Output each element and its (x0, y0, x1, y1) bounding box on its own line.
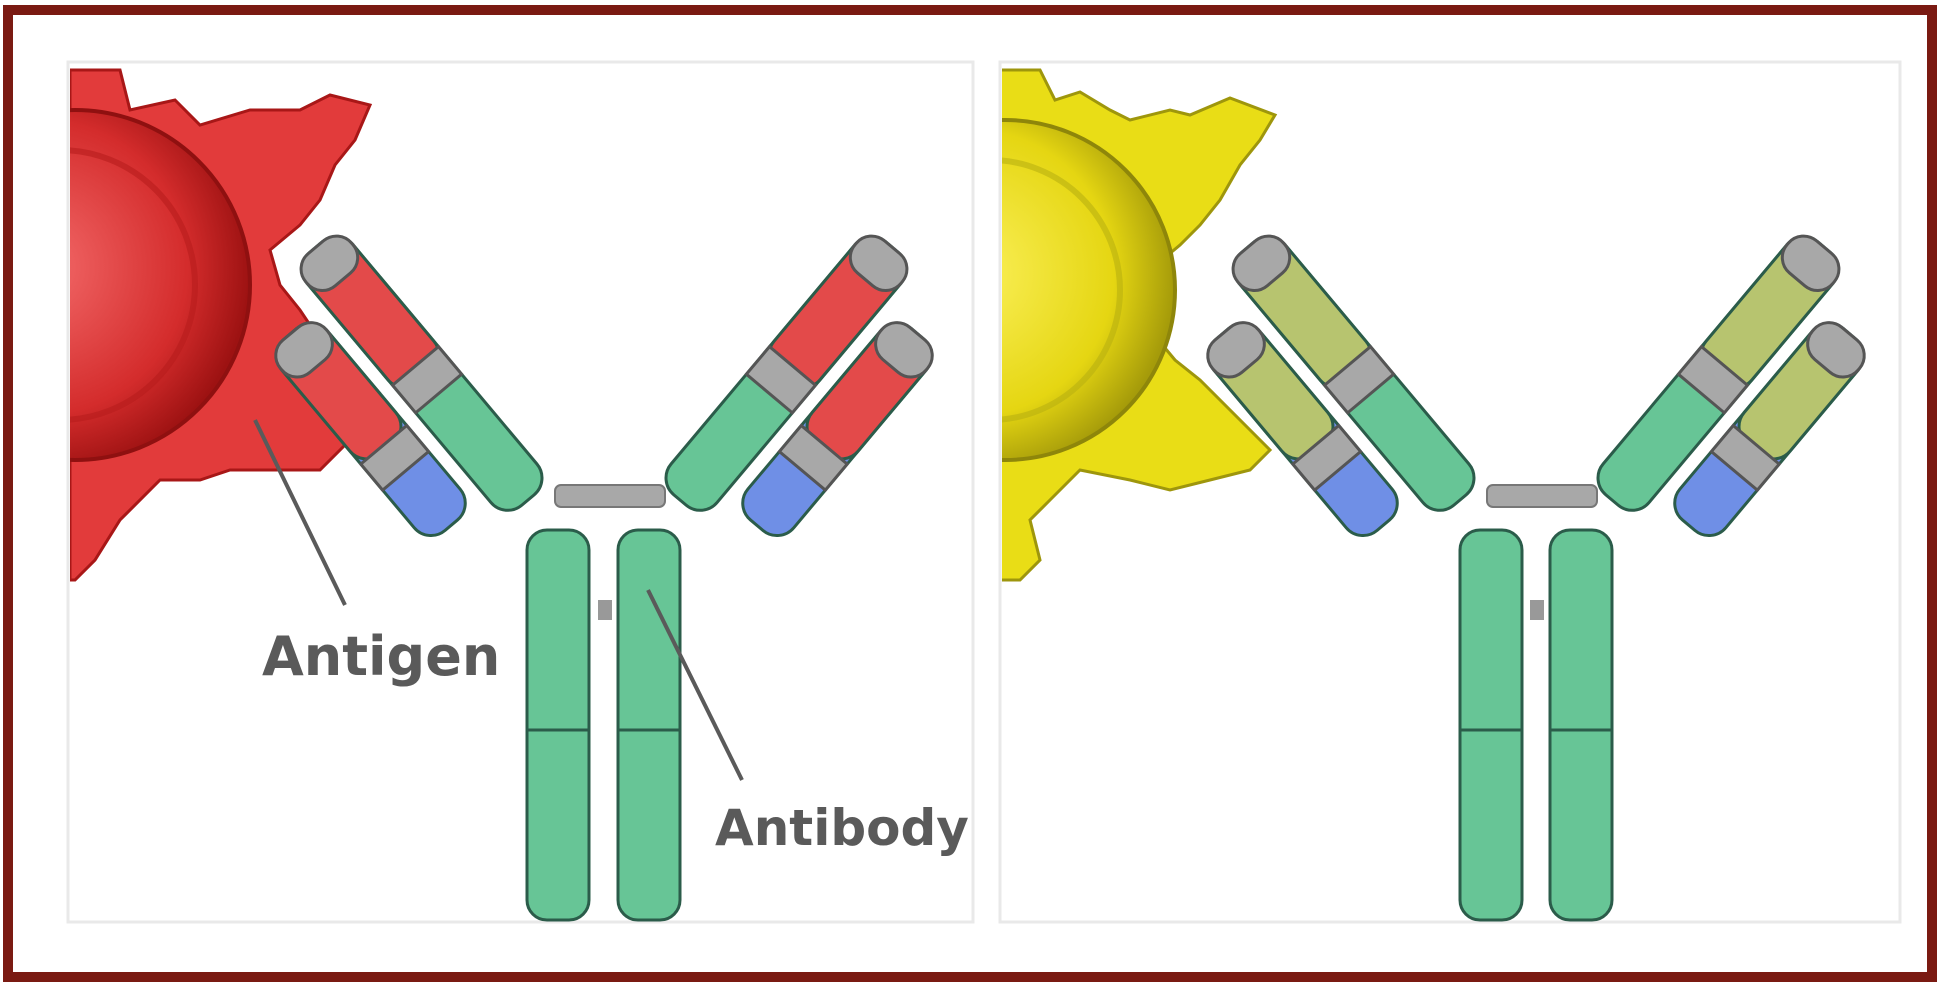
antigen-label: Antigen (262, 625, 500, 688)
hinge-region-2 (1487, 485, 1597, 507)
disulfide-bond (598, 600, 612, 620)
antibody-label: Antibody (715, 799, 969, 857)
heavy-chain-stem-left (527, 530, 589, 920)
heavy-chain-stem-left-2 (1460, 530, 1522, 920)
heavy-chain-stem-right (618, 530, 680, 920)
heavy-chain-stem-right-2 (1550, 530, 1612, 920)
hinge-region (555, 485, 665, 507)
